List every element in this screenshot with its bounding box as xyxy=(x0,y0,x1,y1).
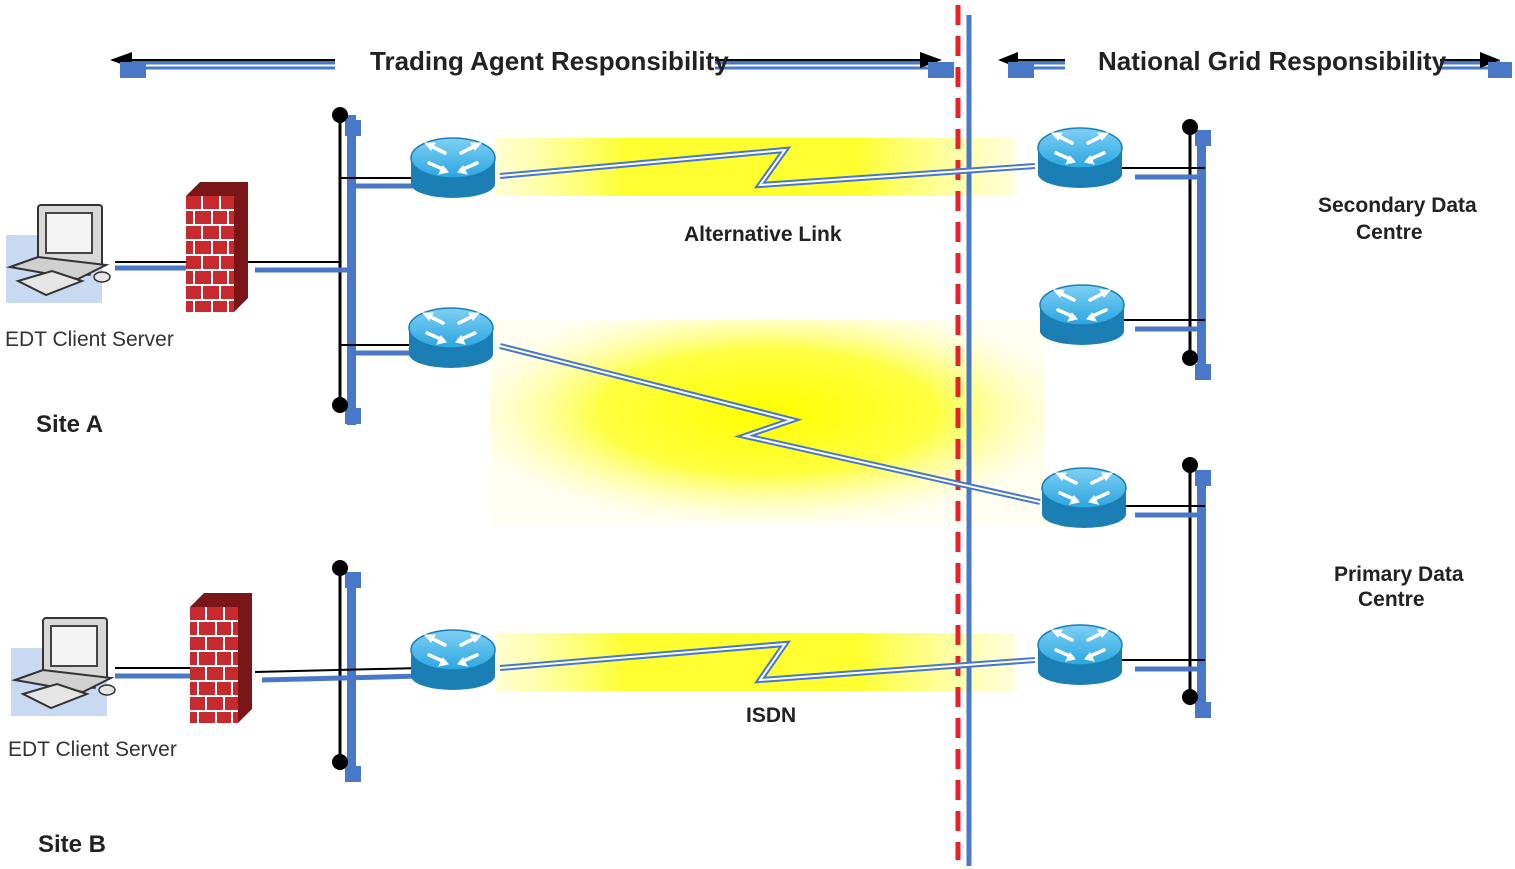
site-b-bus xyxy=(332,560,361,782)
primary-dc-label-line1: Primary Data xyxy=(1334,563,1464,586)
site-a-computer-icon xyxy=(5,204,111,304)
site-b-computer-icon xyxy=(10,617,116,717)
site-a-server-label: EDT Client Server xyxy=(5,328,174,351)
site-a-router-primary-icon xyxy=(407,306,495,370)
site-a-router-alternative-icon xyxy=(409,136,497,200)
site-b-connections xyxy=(115,667,421,683)
secondary-dc-label-line2: Centre xyxy=(1356,221,1423,244)
site-b-firewall-icon xyxy=(189,592,253,724)
primary-link-highlight xyxy=(490,320,1045,525)
primary-dc-router-2-icon xyxy=(1036,623,1124,687)
site-a-label: Site A xyxy=(36,411,103,438)
secondary-dc-bus xyxy=(1120,119,1211,380)
site-b-router-icon xyxy=(409,628,497,692)
primary-dc-label-line2: Centre xyxy=(1358,588,1425,611)
primary-dc-bus xyxy=(1120,457,1211,718)
trading-agent-label: Trading Agent Responsibility xyxy=(370,46,729,76)
trading-agent-arrow xyxy=(110,52,954,78)
secondary-dc-router-1-icon xyxy=(1036,126,1124,190)
isdn-label: ISDN xyxy=(746,704,796,727)
isdn-link-line xyxy=(499,640,1036,684)
site-a-bus xyxy=(332,107,361,425)
national-grid-label: National Grid Responsibility xyxy=(1098,46,1447,76)
site-a-firewall-icon xyxy=(185,181,249,313)
alternative-link-line xyxy=(499,146,1036,189)
national-grid-arrow xyxy=(998,52,1512,78)
primary-link-line xyxy=(499,343,1041,505)
primary-dc-router-1-icon xyxy=(1040,466,1128,530)
site-a-connections xyxy=(115,177,420,356)
alternative-link-label: Alternative Link xyxy=(684,223,842,246)
site-b-label: Site B xyxy=(38,831,106,858)
secondary-dc-label-line1: Secondary Data xyxy=(1318,194,1477,217)
site-b-server-label: EDT Client Server xyxy=(8,738,177,761)
secondary-dc-router-2-icon xyxy=(1038,283,1126,347)
